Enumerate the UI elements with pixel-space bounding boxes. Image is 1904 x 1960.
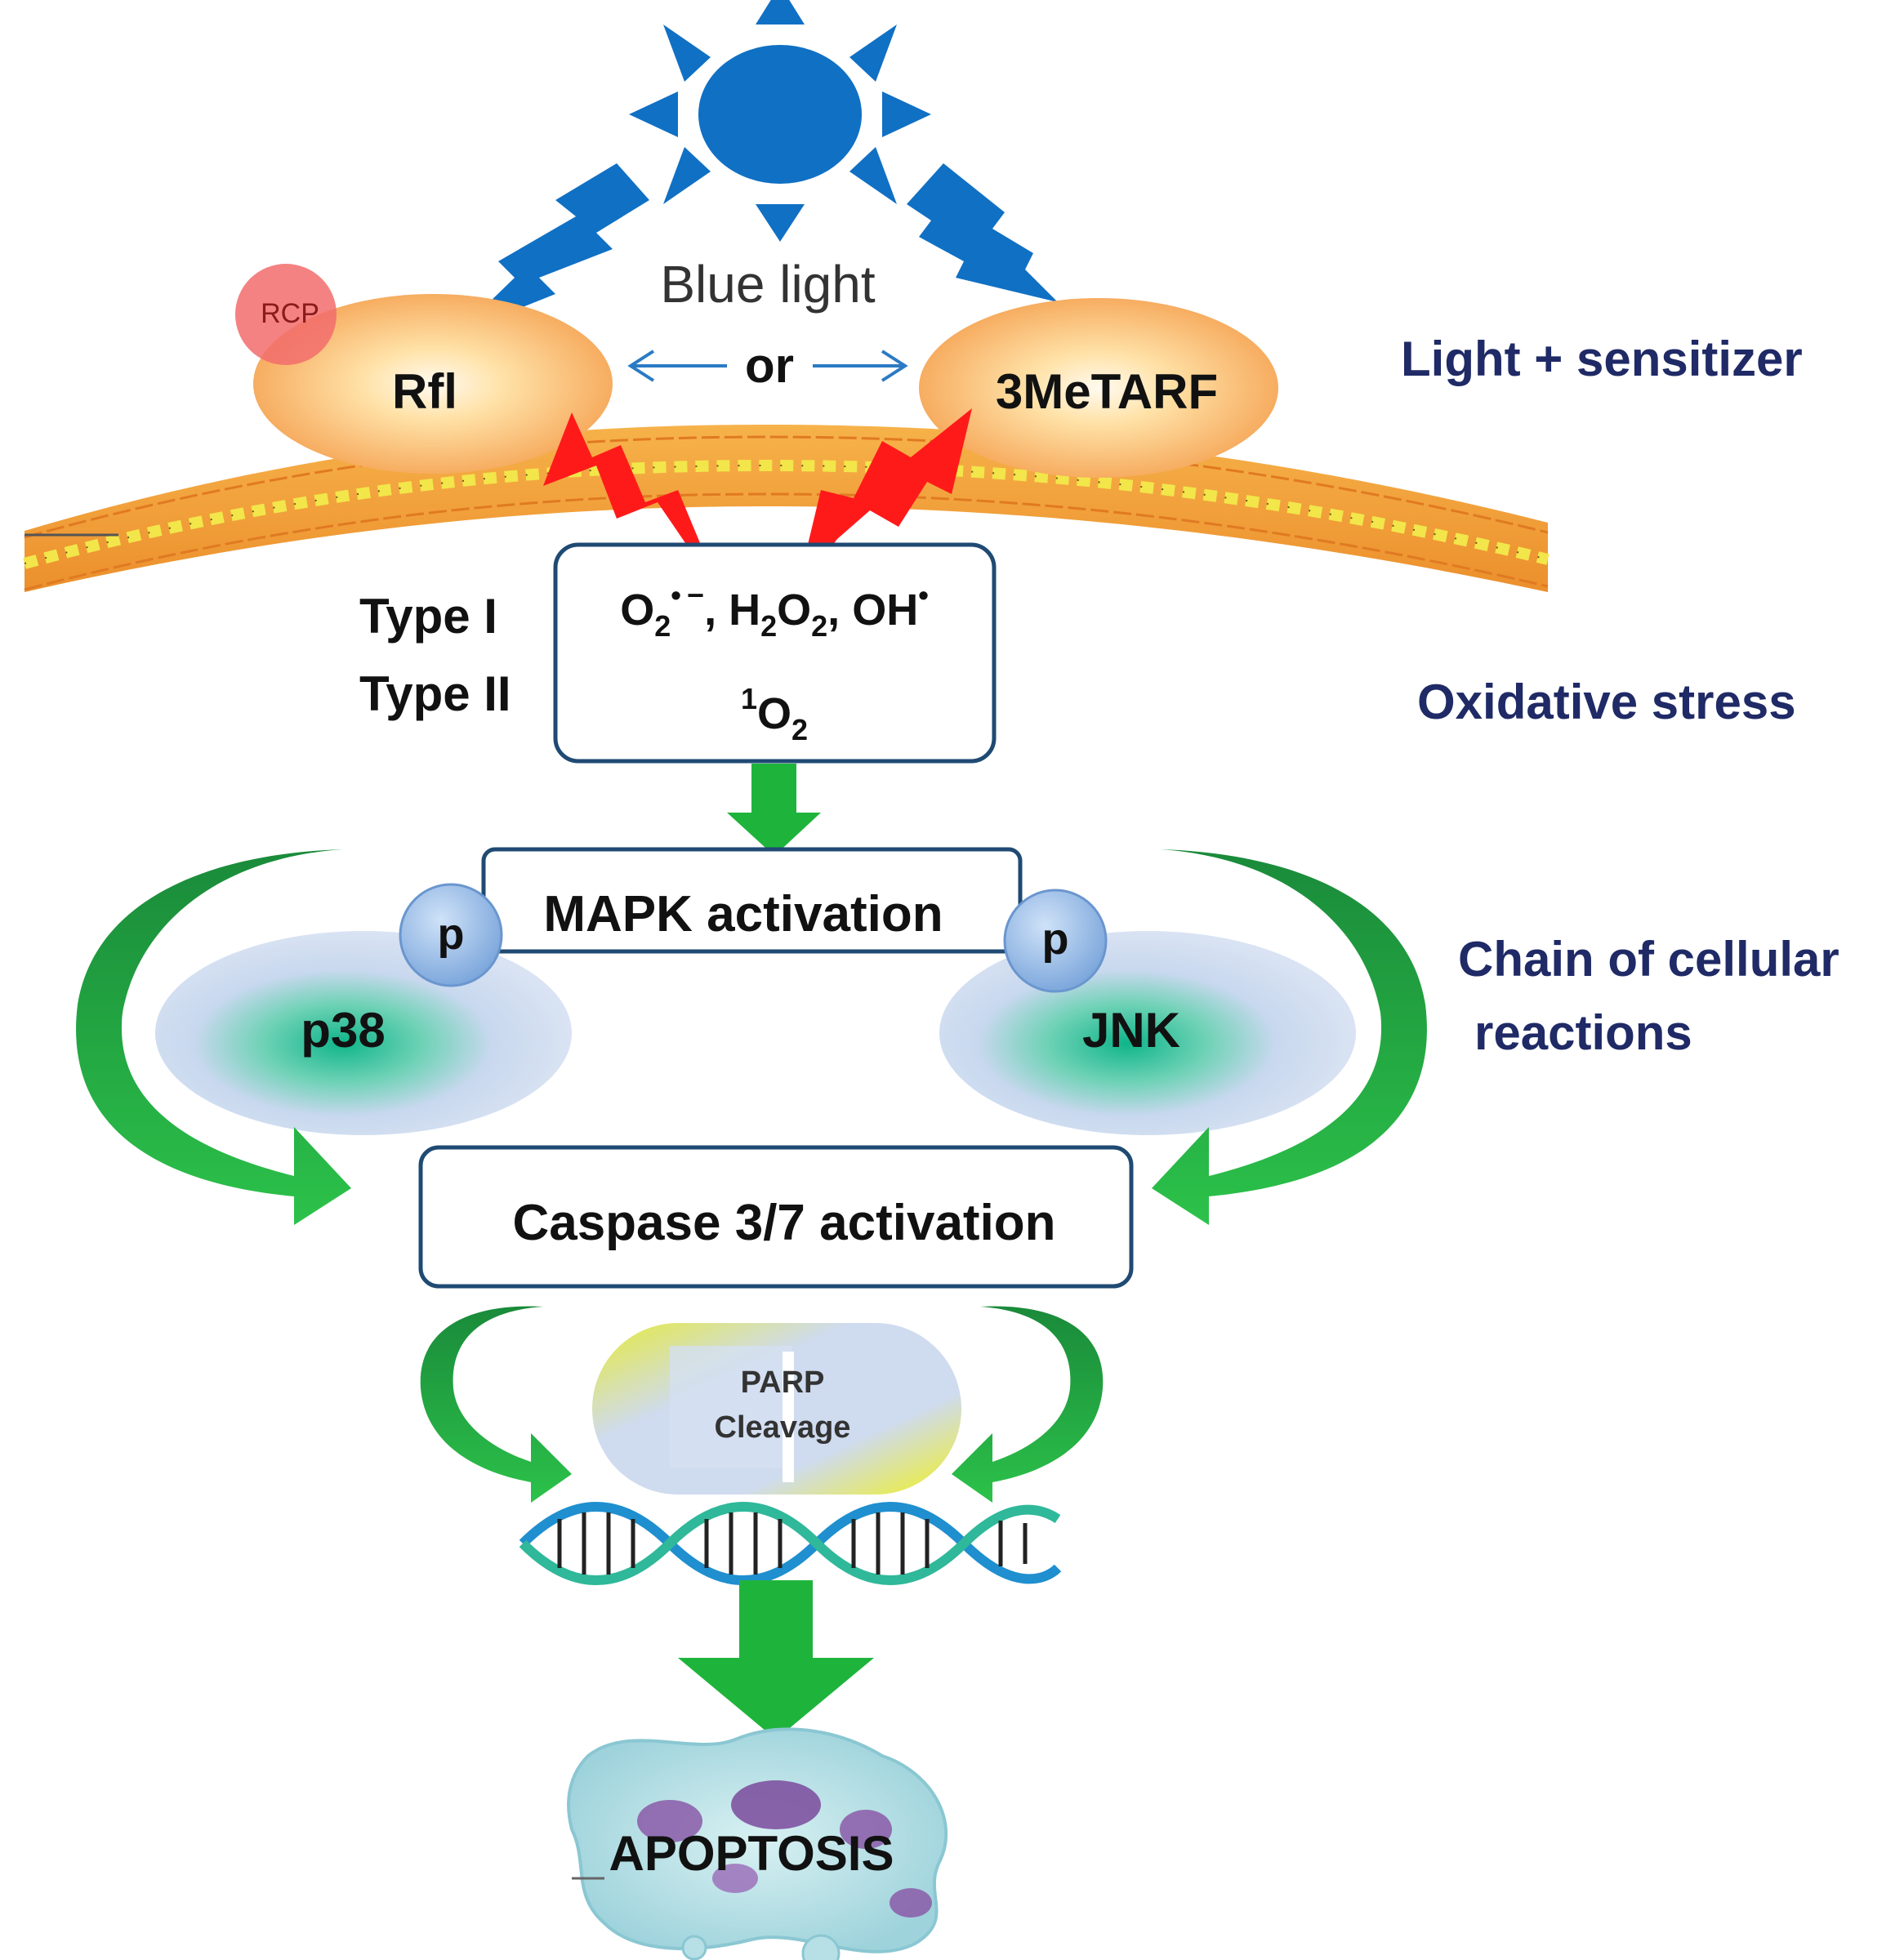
right-parp-arrow — [952, 1306, 1104, 1503]
parp-cleavage-molecule: PARP Cleavage — [592, 1323, 961, 1494]
rcp-label: RCP — [261, 298, 319, 329]
3metarf-sensitizer: 3MeTARF — [919, 298, 1278, 478]
parp-label-line1: PARP — [741, 1365, 825, 1400]
rcp-badge: RCP — [235, 264, 337, 365]
sun-icon — [629, 0, 931, 242]
left-parp-arrow — [420, 1306, 572, 1503]
caspase-activation-box — [418, 1145, 1134, 1289]
stage-chain-line2: reactions — [1474, 1005, 1692, 1060]
or-label: or — [745, 338, 794, 393]
right-phospho-circle: p — [1003, 889, 1108, 993]
right-blue-light-bolt — [907, 163, 1058, 302]
p38-label: p38 — [301, 1003, 385, 1058]
mapk-activation-label: MAPK activation — [543, 886, 943, 942]
left-red-bolt — [543, 412, 719, 592]
jnk-label: JNK — [1082, 1003, 1180, 1058]
right-red-bolt — [796, 408, 972, 592]
ros-singlet-oxygen: 1O2 — [741, 682, 808, 746]
ros-type1-species: O2• −, H2O2, OH• — [620, 578, 929, 643]
blue-light-label: Blue light — [660, 255, 876, 314]
rfl-sensitizer: Rfl — [253, 294, 613, 474]
left-curved-arrow — [76, 849, 351, 1225]
dna-helix-icon — [519, 1502, 1062, 1585]
ros-to-mapk-arrow — [727, 764, 821, 856]
3metarf-label: 3MeTARF — [996, 364, 1218, 419]
left-phospho-label: p — [438, 910, 465, 959]
parp-label-line2: Cleavage — [715, 1410, 851, 1445]
right-phospho-label: p — [1042, 915, 1069, 964]
left-blue-light-bolt — [457, 163, 649, 333]
stage-light-sensitizer: Light + sensitizer — [1401, 332, 1803, 386]
stage-oxidative-stress: Oxidative stress — [1417, 675, 1796, 729]
left-phospho-circle: p — [399, 883, 503, 987]
right-curved-arrow — [1152, 849, 1427, 1225]
apoptotic-cell-icon — [567, 1727, 948, 1960]
or-double-arrow — [627, 350, 908, 382]
ros-box — [553, 542, 997, 764]
stage-chain-line1: Chain of cellular — [1458, 932, 1839, 987]
rfl-label: Rfl — [392, 364, 457, 419]
type-ii-label: Type II — [359, 666, 511, 721]
caspase-to-apoptosis-arrow — [678, 1580, 874, 1740]
apoptosis-label: APOPTOSIS — [609, 1826, 894, 1881]
type-i-label: Type I — [359, 589, 497, 644]
caspase-activation-label: Caspase 3/7 activation — [512, 1195, 1055, 1251]
